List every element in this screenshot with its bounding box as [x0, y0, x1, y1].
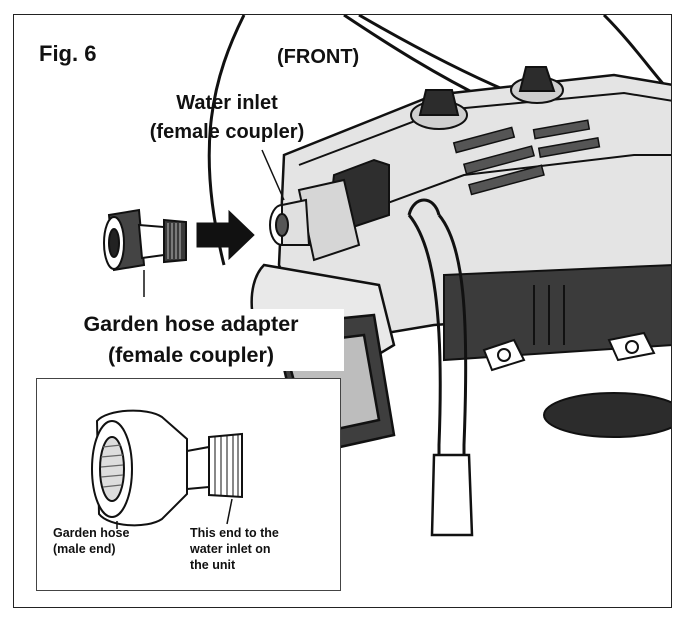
unit-end-line-2: water inlet on [190, 542, 271, 556]
hose-end-callout: Garden hose (male end) [53, 525, 129, 557]
pump-body [277, 66, 671, 372]
hose-end-label: Garden hose [53, 526, 130, 540]
water-inlet-callout: Water inlet (female coupler) [109, 89, 345, 147]
inlet-leader-line [261, 149, 285, 201]
water-inlet-sublabel: (female coupler) [149, 121, 305, 143]
water-inlet-fitting [269, 198, 311, 246]
adapter-sublabel: (female coupler) [107, 343, 275, 367]
adapter-label: Garden hose adapter [83, 312, 299, 336]
end-leader-line [226, 498, 233, 525]
right-wheel [543, 392, 671, 438]
adapter-callout: Garden hose adapter (female coupler) [38, 309, 344, 371]
detail-inset: Garden hose (male end) This end to the w… [36, 378, 341, 591]
pressure-washer-illustration [103, 15, 671, 537]
direction-arrow [196, 209, 255, 261]
unit-end-callout: This end to the water inlet on the unit [190, 525, 279, 573]
garden-hose-adapter [103, 208, 187, 272]
figure-number: Fig. 6 [39, 41, 97, 66]
handle-grip [430, 453, 474, 537]
hose-coupler [91, 409, 243, 527]
view-label: (FRONT) [277, 46, 360, 68]
water-inlet-label: Water inlet [176, 92, 278, 114]
hose-end-sublabel: (male end) [53, 542, 116, 556]
unit-end-line-1: This end to the [190, 526, 279, 540]
handle-tube [407, 198, 468, 485]
figure-frame: Fig. 6 (FRONT) Water inlet (female coupl… [13, 14, 672, 608]
hose-connection-detail [91, 409, 243, 529]
unit-end-line-3: the unit [190, 558, 236, 572]
